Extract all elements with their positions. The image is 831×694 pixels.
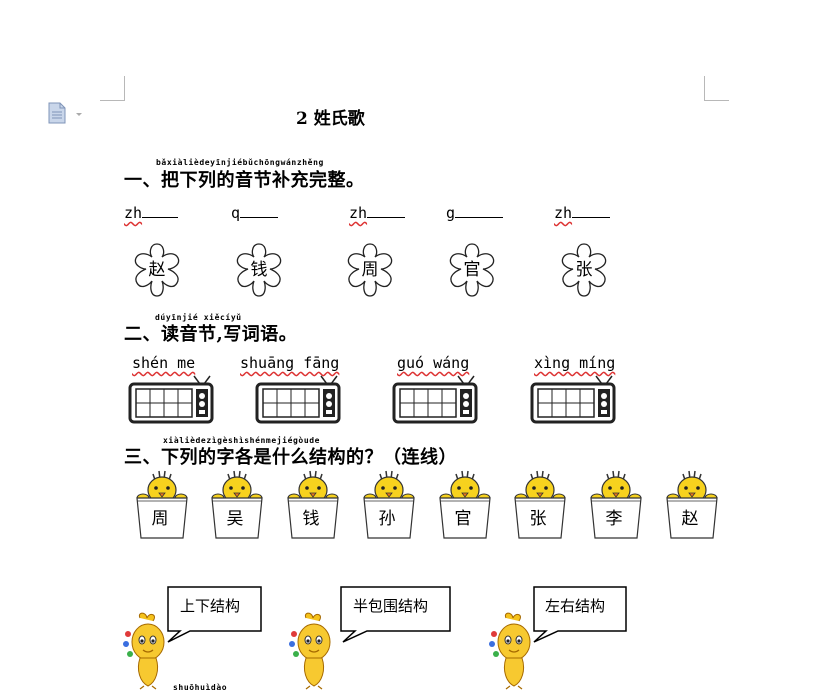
section3-title: 三、下列的字各是什么结构的？（连线） [124,447,457,468]
page-title: 2 姓氏歌 [296,109,365,129]
blank-prefix: q [231,204,241,222]
chick-bucket-7[interactable]: 李 [589,468,645,540]
crop-mark-top-left [100,76,125,101]
bubble-label: 上下结构 [180,597,241,615]
section2-title: 二、读音节,写词语。 [124,324,298,345]
section3-ruby: xiàlièdezìgèshìshénmejiégòude [163,436,321,445]
flower-char: 张 [575,260,593,280]
chick-bucket-3[interactable]: 钱 [286,468,342,540]
chick-bucket-4[interactable]: 孙 [362,468,418,540]
section1-title: 一、把下列的音节补充完整。 [124,170,365,191]
blank-2[interactable]: q [231,203,279,222]
blank-3[interactable]: zh [349,203,406,222]
bucket-char: 孙 [378,509,396,529]
blank-4[interactable]: g [446,203,504,222]
mascot-1 [122,612,172,694]
chick-bucket-1[interactable]: 周 [135,468,191,540]
document-icon[interactable] [48,102,82,124]
flower-4: 官 [442,240,502,300]
flower-5: 张 [554,240,614,300]
pinyin-2: shuāng fāng [240,354,340,372]
flower-3: 周 [340,240,400,300]
chick-bucket-2[interactable]: 吴 [210,468,266,540]
footer-ruby: shuōhuìdào [173,683,228,692]
pinyin-3: guó wáng [397,354,470,372]
speech-bubble-1[interactable]: 上下结构 [160,586,270,644]
bucket-char: 官 [454,509,472,529]
section2-ruby: dúyīnjié xiěcíyǔ [155,313,242,322]
blank-prefix: zh [124,204,143,222]
flower-char: 赵 [148,260,166,280]
blank-prefix: zh [349,204,368,222]
bucket-char: 张 [529,509,547,529]
flower-char: 钱 [250,260,268,280]
bucket-char: 李 [605,509,623,529]
tv-writing-box-4[interactable] [530,374,616,424]
mascot-3 [488,612,538,694]
bubble-label: 半包围结构 [353,597,429,615]
flower-1: 赵 [127,240,187,300]
blank-5[interactable]: zh [554,203,611,222]
chick-bucket-6[interactable]: 张 [513,468,569,540]
speech-bubble-2[interactable]: 半包围结构 [335,586,457,644]
blank-prefix: g [446,204,456,222]
tv-writing-box-2[interactable] [255,374,341,424]
flower-char: 周 [361,260,379,280]
blank-1[interactable]: zh [124,203,179,222]
bubble-label: 左右结构 [545,597,606,615]
chick-bucket-5[interactable]: 官 [438,468,494,540]
chick-bucket-8[interactable]: 赵 [665,468,721,540]
pinyin-1: shén me [132,354,196,372]
mascot-2 [288,612,338,694]
blank-prefix: zh [554,204,573,222]
bucket-char: 吴 [226,509,244,529]
bucket-char: 周 [151,509,169,529]
bucket-char: 赵 [681,509,699,529]
crop-mark-top-right [704,76,729,101]
tv-writing-box-3[interactable] [392,374,478,424]
flower-char: 官 [463,260,481,280]
speech-bubble-3[interactable]: 左右结构 [528,586,632,644]
flower-2: 钱 [229,240,289,300]
pinyin-4: xìng míng [534,354,616,372]
bucket-char: 钱 [302,509,320,529]
section1-ruby: bǎxiàlièdeyīnjiébǔchōngwánzhěng [156,158,324,167]
tv-writing-box-1[interactable] [128,374,214,424]
